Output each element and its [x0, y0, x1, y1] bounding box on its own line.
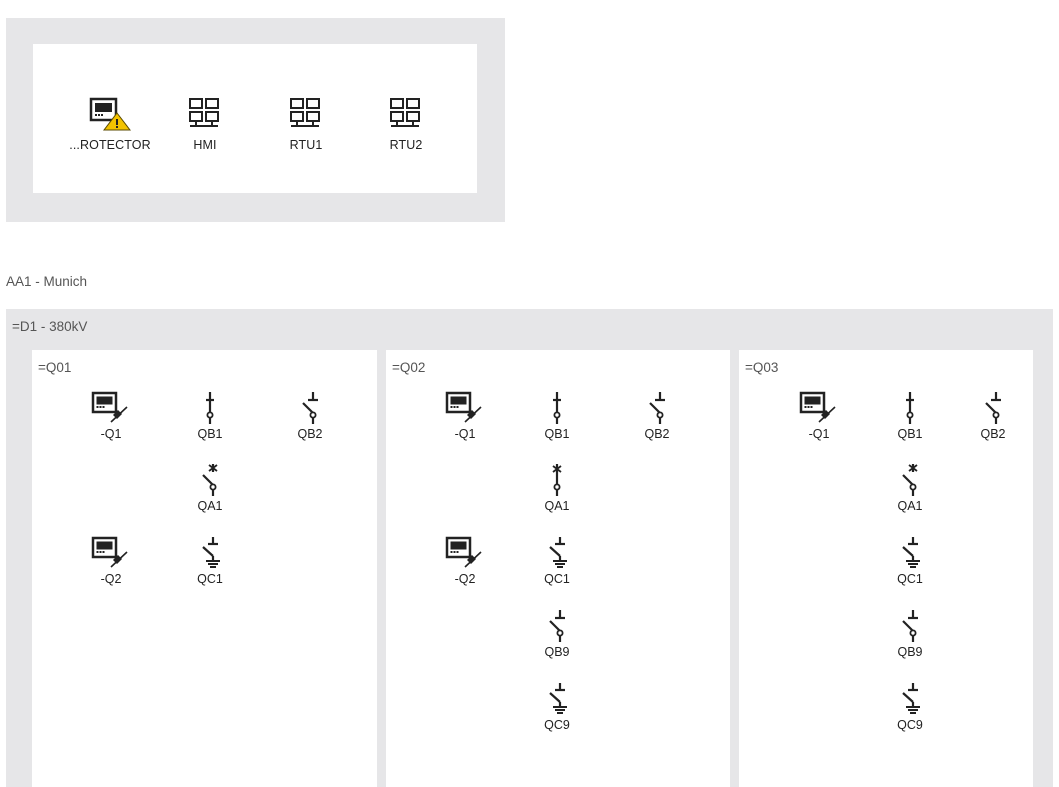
device-label: ...ROTECTOR [69, 138, 151, 152]
substation-title: AA1 - Munich [6, 274, 88, 289]
equipment-qb2[interactable]: QB2 [617, 391, 697, 441]
circuit-breaker-open-icon [198, 463, 222, 497]
bay-q01: =Q01 -Q1 QB1 QB2 QA1 -Q2 QC1 [32, 350, 377, 787]
earth-switch-open-icon [898, 536, 922, 570]
equipment-label: QC9 [544, 718, 570, 732]
equipment-qb1[interactable]: QB1 [170, 391, 250, 441]
equipment-label: -Q2 [100, 572, 122, 586]
equipment-label: QB9 [897, 645, 923, 659]
equipment-qa1[interactable]: QA1 [517, 463, 597, 513]
bay-title: =Q01 [38, 360, 72, 375]
equipment-label: QC9 [897, 718, 923, 732]
equipment-qb2[interactable]: QB2 [953, 391, 1033, 441]
disconnector-open-icon [898, 609, 922, 643]
equipment-qb1[interactable]: QB1 [517, 391, 597, 441]
disconnector-open-icon [545, 609, 569, 643]
equipment-label: QB1 [897, 427, 923, 441]
earth-switch-open-icon [898, 682, 922, 716]
equipment-label: QB1 [197, 427, 223, 441]
disconnector-closed-icon [545, 391, 569, 425]
equipment-qc1[interactable]: QC1 [170, 536, 250, 586]
equipment-q1[interactable]: -Q1 [71, 391, 151, 441]
equipment-q1[interactable]: -Q1 [779, 391, 859, 441]
equipment-q2[interactable]: -Q2 [71, 536, 151, 586]
device-rtu2[interactable]: RTU2 [351, 96, 461, 152]
earth-switch-open-icon [545, 536, 569, 570]
equipment-label: QC1 [197, 572, 223, 586]
disconnector-closed-icon [898, 391, 922, 425]
equipment-label: QA1 [897, 499, 923, 513]
network-computer-icon [389, 96, 423, 132]
disconnector-open-icon [298, 391, 322, 425]
equipment-label: -Q1 [808, 427, 830, 441]
device-protector[interactable]: ...ROTECTOR [55, 96, 165, 152]
circuit-breaker-closed-icon [545, 463, 569, 497]
network-computer-icon [188, 96, 222, 132]
equipment-qc1[interactable]: QC1 [870, 536, 950, 586]
earth-switch-open-icon [198, 536, 222, 570]
earth-switch-open-icon [545, 682, 569, 716]
equipment-qa1[interactable]: QA1 [870, 463, 950, 513]
disconnector-closed-icon [198, 391, 222, 425]
ied-link-icon [445, 391, 485, 425]
protection-device-warning-icon [88, 96, 132, 132]
equipment-qb1[interactable]: QB1 [870, 391, 950, 441]
equipment-qc9[interactable]: QC9 [870, 682, 950, 732]
device-panel-content: ...ROTECTOR HMI RTU1 RTU2 [33, 44, 477, 193]
equipment-label: -Q1 [100, 427, 122, 441]
equipment-label: QB2 [297, 427, 323, 441]
voltage-level-title: =D1 - 380kV [12, 319, 88, 334]
equipment-q1[interactable]: -Q1 [425, 391, 505, 441]
circuit-breaker-open-icon [898, 463, 922, 497]
equipment-qc1[interactable]: QC1 [517, 536, 597, 586]
equipment-label: QB2 [980, 427, 1006, 441]
equipment-qb9[interactable]: QB9 [517, 609, 597, 659]
device-hmi[interactable]: HMI [150, 96, 260, 152]
equipment-qc9[interactable]: QC9 [517, 682, 597, 732]
equipment-q2[interactable]: -Q2 [425, 536, 505, 586]
device-rtu1[interactable]: RTU1 [251, 96, 361, 152]
equipment-label: QA1 [544, 499, 570, 513]
device-label: RTU2 [389, 138, 423, 152]
device-panel: ...ROTECTOR HMI RTU1 RTU2 [6, 18, 505, 222]
equipment-label: -Q1 [454, 427, 476, 441]
ied-link-icon [445, 536, 485, 570]
bay-q02: =Q02 -Q1 QB1 QB2 QA1 -Q2 QC1 QB9 [386, 350, 730, 787]
equipment-label: -Q2 [454, 572, 476, 586]
bay-title: =Q02 [392, 360, 426, 375]
equipment-qb9[interactable]: QB9 [870, 609, 950, 659]
bay-q03: =Q03 -Q1 QB1 QB2 QA1 QC1 QB9 QC9 [739, 350, 1033, 787]
equipment-label: QB9 [544, 645, 570, 659]
equipment-label: QA1 [197, 499, 223, 513]
ied-link-icon [91, 536, 131, 570]
equipment-qa1[interactable]: QA1 [170, 463, 250, 513]
bay-title: =Q03 [745, 360, 779, 375]
device-label: RTU1 [289, 138, 323, 152]
device-label: HMI [193, 138, 217, 152]
equipment-qb2[interactable]: QB2 [270, 391, 350, 441]
disconnector-open-icon [981, 391, 1005, 425]
ied-link-icon [799, 391, 839, 425]
equipment-label: QB1 [544, 427, 570, 441]
equipment-label: QC1 [897, 572, 923, 586]
disconnector-open-icon [645, 391, 669, 425]
voltage-level-container: =D1 - 380kV =Q01 -Q1 QB1 QB2 QA1 -Q2 QC1 [6, 309, 1053, 787]
equipment-label: QC1 [544, 572, 570, 586]
ied-link-icon [91, 391, 131, 425]
network-computer-icon [289, 96, 323, 132]
equipment-label: QB2 [644, 427, 670, 441]
